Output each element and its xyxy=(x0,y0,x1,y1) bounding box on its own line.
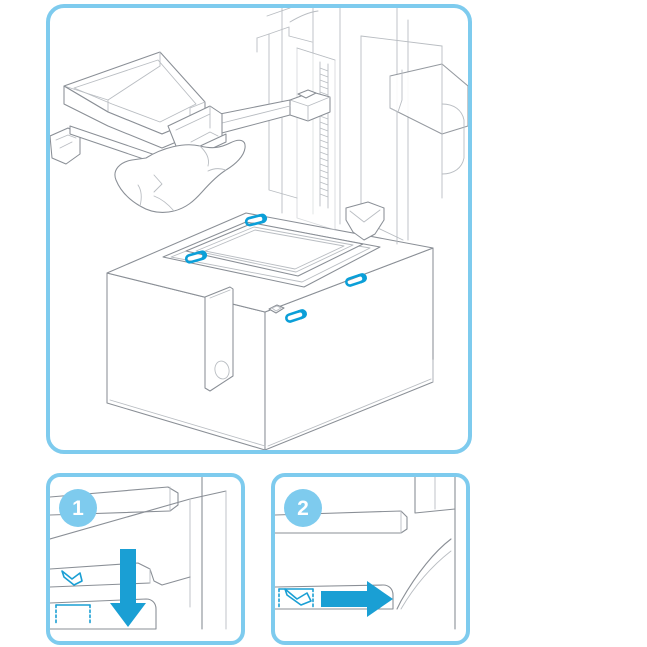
printer-interior-wall xyxy=(396,538,452,610)
lcd-screen xyxy=(185,222,364,277)
front-access-door xyxy=(204,286,234,392)
clip-left-icon xyxy=(184,250,208,264)
step-2-panel: .d2 { fill:none; stroke:#8a8f96; stroke-… xyxy=(271,473,470,645)
printer-hood-edge xyxy=(414,477,456,630)
clip-bottom-icon xyxy=(285,309,307,323)
step-2-badge: 2 xyxy=(284,489,322,527)
printer-hood xyxy=(266,8,468,241)
tank-body-edge xyxy=(50,490,227,608)
tank-seated-top xyxy=(275,510,408,534)
tank-clip-highlights xyxy=(184,213,367,323)
clip-top-icon xyxy=(244,213,268,227)
main-illustration-panel: .ln { fill:none; stroke:#8a8f96; stroke-… xyxy=(46,4,472,454)
clip-right-icon xyxy=(345,273,367,287)
step-1-badge: 1 xyxy=(59,489,97,527)
gantry-column xyxy=(256,8,409,245)
tank-sensor-bump xyxy=(268,304,285,314)
target-slot xyxy=(50,598,157,630)
step-1-drawing: .d1 { fill:none; stroke:#8a8f96; stroke-… xyxy=(50,477,227,630)
tank-tab-hook xyxy=(284,588,312,606)
printer-overview-drawing: .ln { fill:none; stroke:#8a8f96; stroke-… xyxy=(50,8,468,450)
step-1-panel: .d1 { fill:none; stroke:#8a8f96; stroke-… xyxy=(46,473,245,645)
tank-tab-hook xyxy=(61,570,83,586)
printer-side-wall xyxy=(201,477,227,630)
arrow-right-icon xyxy=(321,581,393,617)
arrow-down-icon xyxy=(110,549,146,627)
tank-guide-chevron xyxy=(345,201,385,241)
step-2-drawing: .d2 { fill:none; stroke:#8a8f96; stroke-… xyxy=(275,477,456,630)
hand xyxy=(114,139,246,213)
